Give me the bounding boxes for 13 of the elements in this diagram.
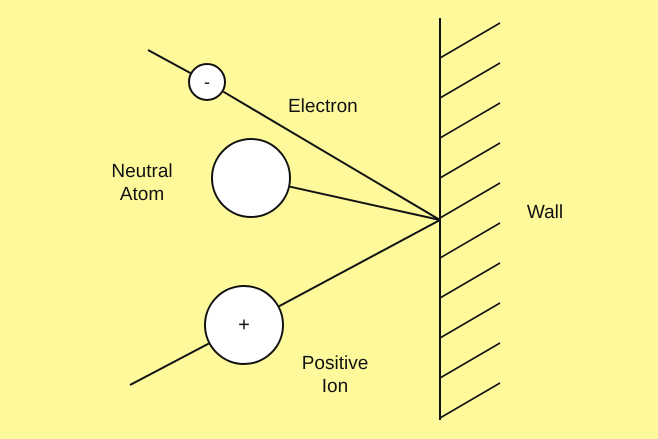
trajectory-line bbox=[222, 90, 440, 221]
charge-sign: - bbox=[204, 73, 210, 91]
particle-label: Electron bbox=[288, 95, 358, 118]
trajectory-line bbox=[290, 186, 440, 221]
trajectory-line bbox=[278, 219, 440, 307]
wall-drawing bbox=[439, 18, 501, 420]
charge-sign: + bbox=[238, 315, 250, 335]
particle-label: Positive Ion bbox=[300, 352, 370, 398]
trajectory-line bbox=[148, 49, 191, 74]
particle-circle bbox=[188, 63, 226, 101]
particle-label: Wall bbox=[526, 201, 564, 224]
trajectory-line bbox=[130, 342, 210, 386]
particle-label: Neutral Atom bbox=[110, 160, 174, 206]
